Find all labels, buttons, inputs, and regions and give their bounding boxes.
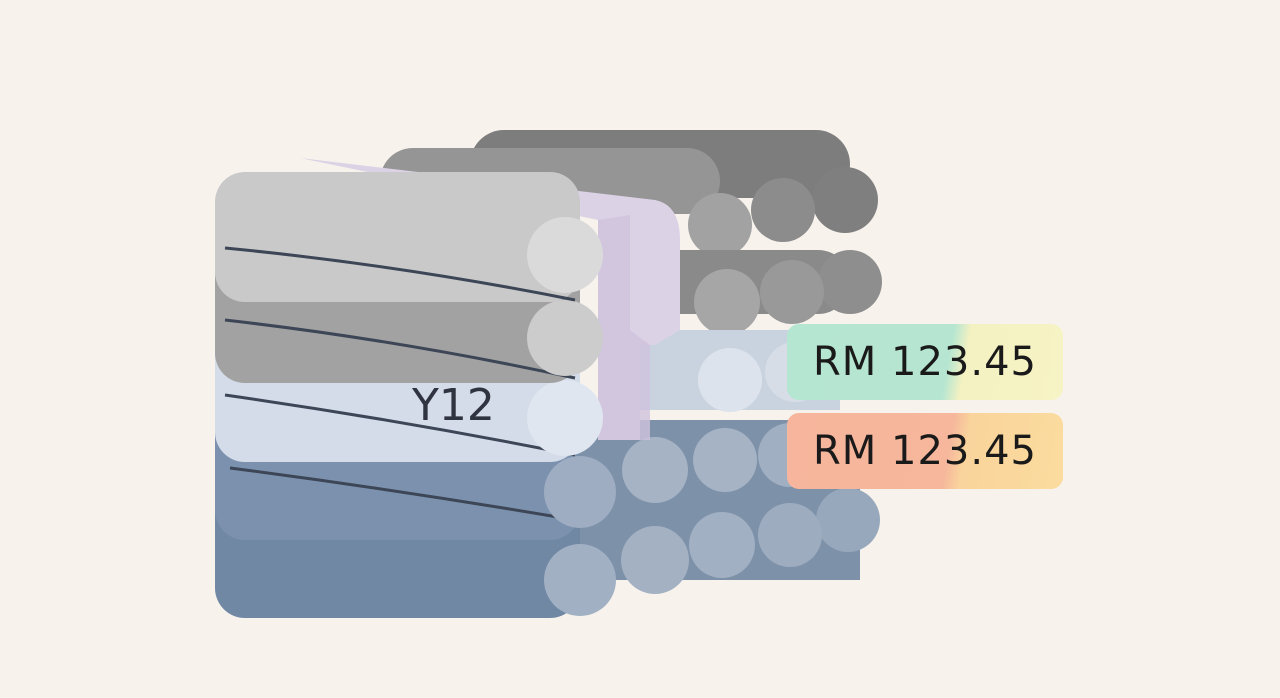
lavender-slab bbox=[300, 158, 680, 440]
price-tag-1: RM 123.45 bbox=[787, 324, 1063, 400]
front-rods bbox=[215, 172, 616, 618]
bar-size-label: Y12 bbox=[412, 380, 495, 431]
price-tag-2: RM 123.45 bbox=[787, 413, 1063, 489]
